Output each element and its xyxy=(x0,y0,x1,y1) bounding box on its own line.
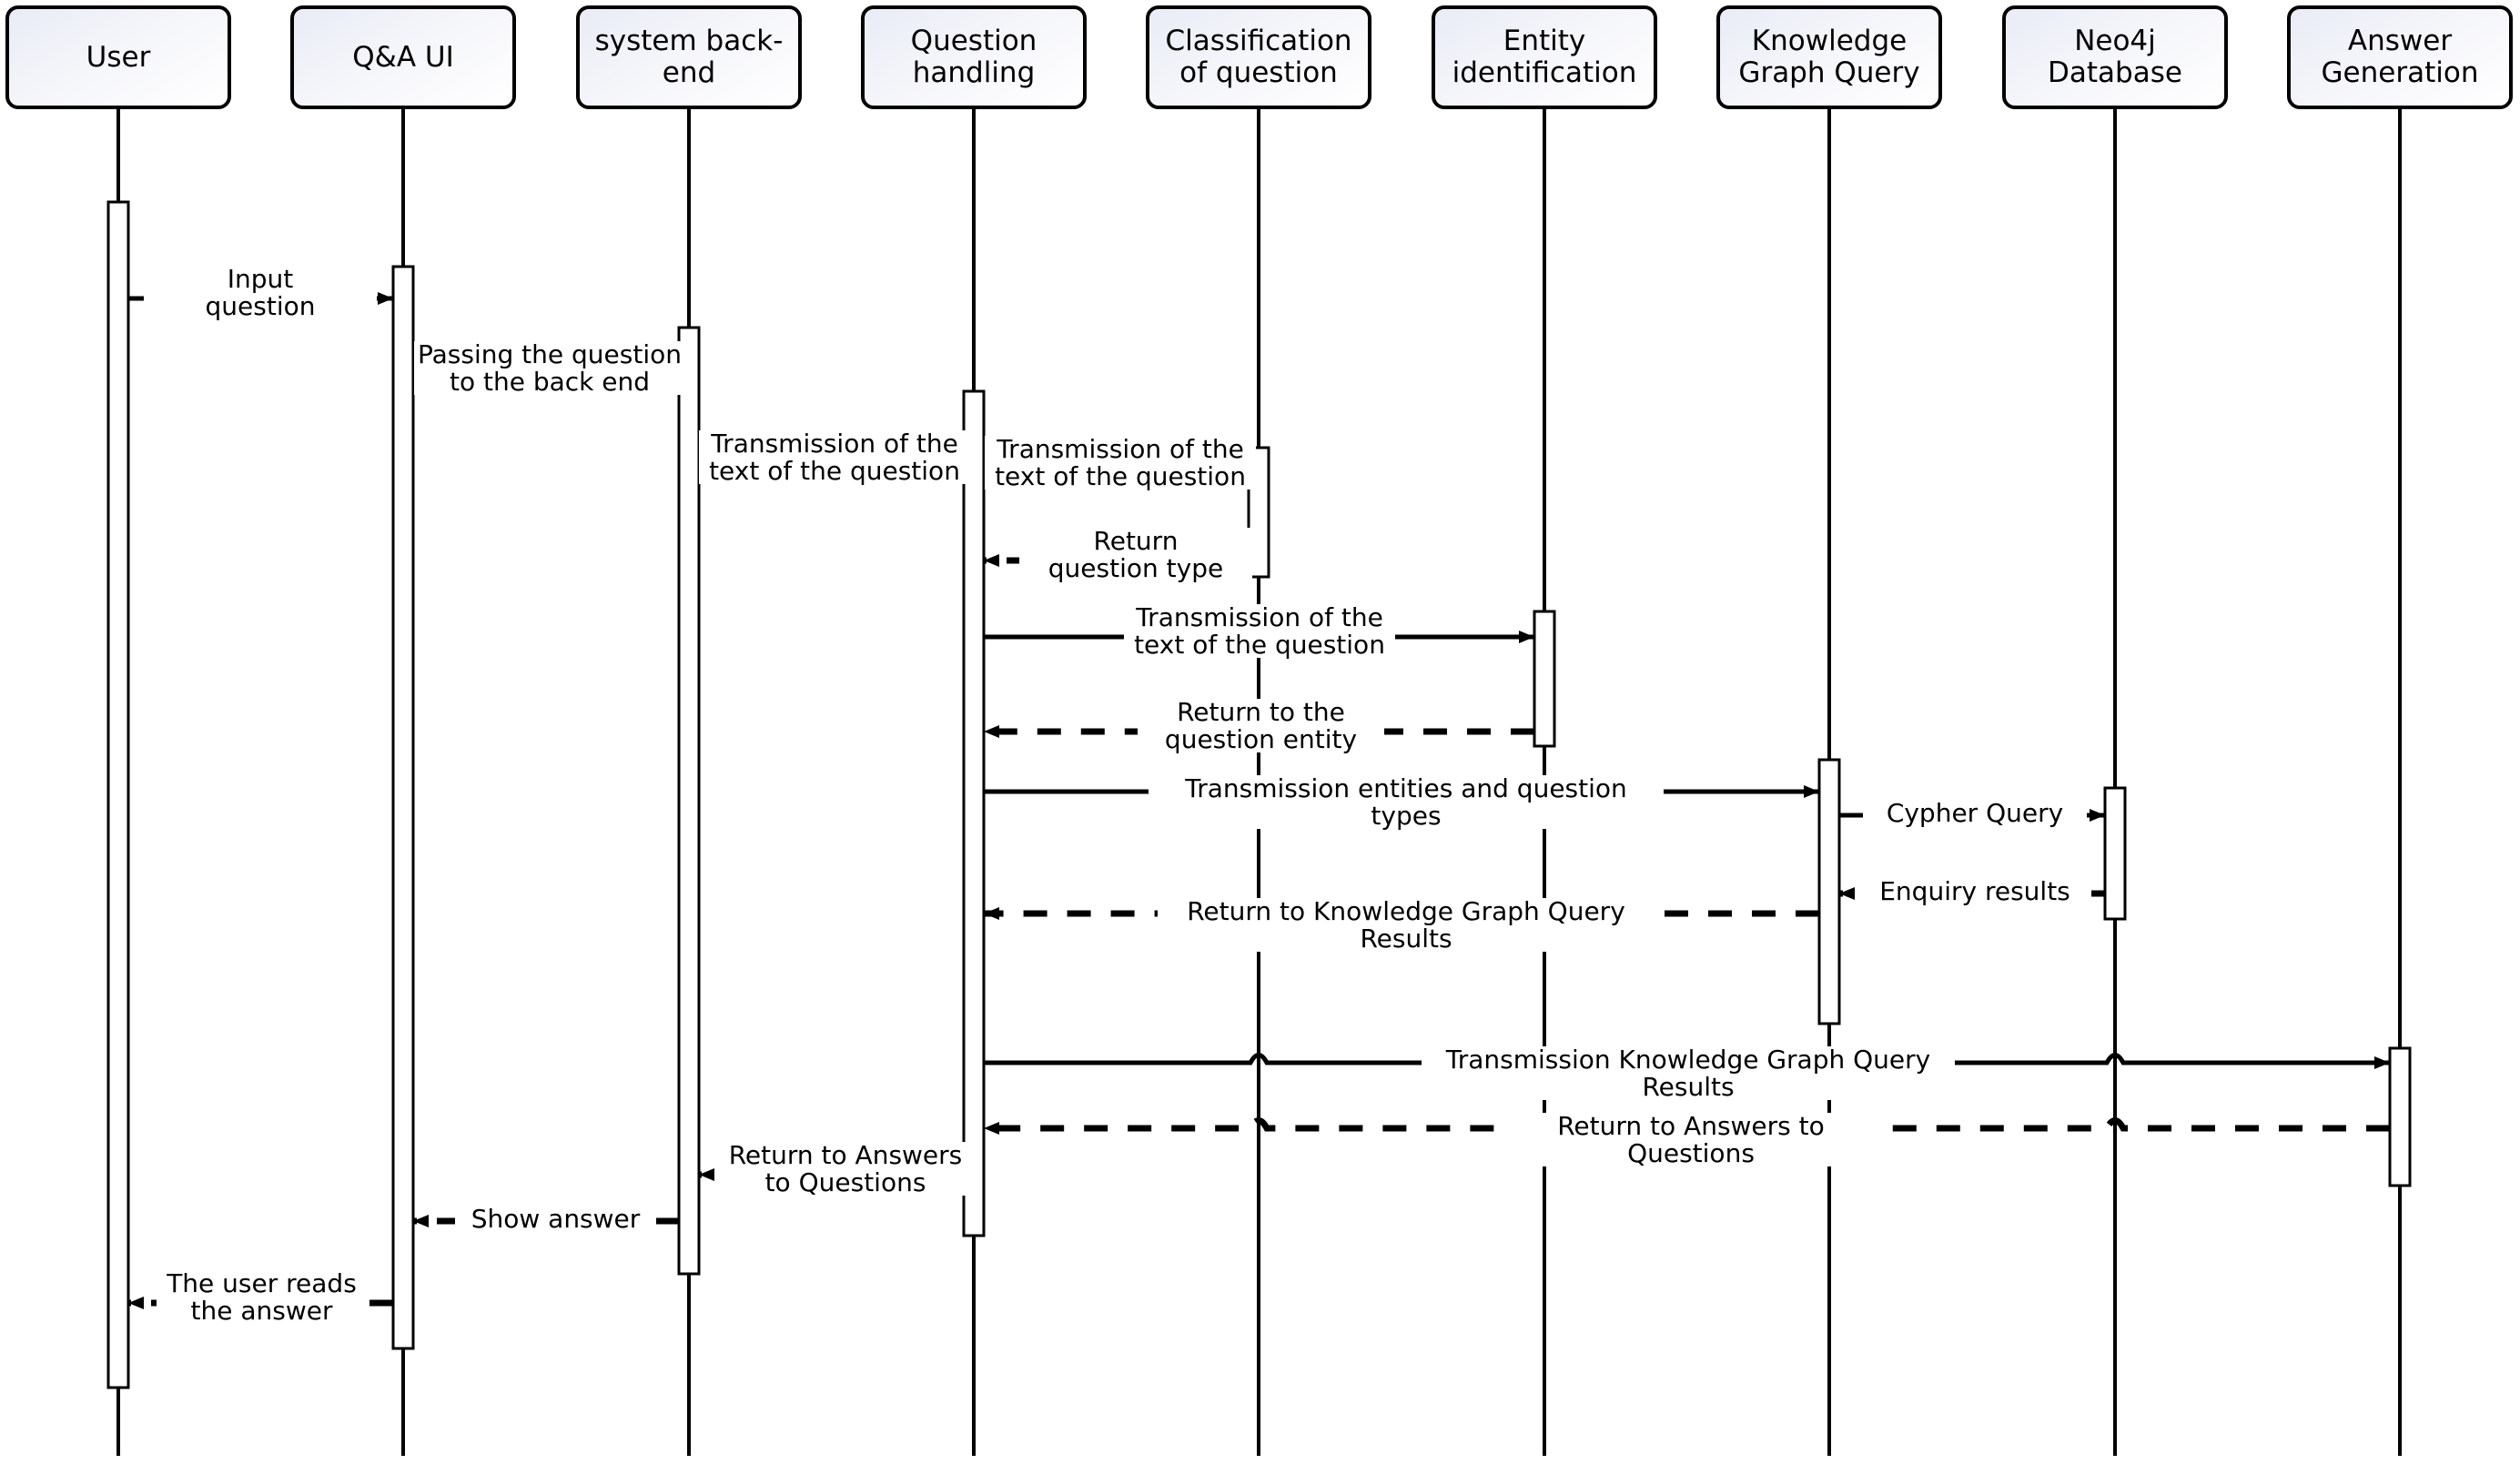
activation-bar-answer xyxy=(2388,1046,2412,1187)
participant-label-user: User xyxy=(86,40,151,74)
message-arrow-12 xyxy=(984,1053,2390,1069)
participant-header-answer[interactable]: Answer Generation xyxy=(2287,5,2513,109)
participant-header-qclass[interactable]: Classification of question xyxy=(1146,5,1371,109)
participant-label-entity: Entity identification xyxy=(1452,25,1637,89)
message-arrow-8 xyxy=(984,782,1819,798)
participant-header-ui[interactable]: Q&A UI xyxy=(290,5,516,109)
activation-bars-group xyxy=(106,200,2412,1389)
participant-header-entity[interactable]: Entity identification xyxy=(1432,5,1657,109)
activation-bar-entity xyxy=(1533,610,1556,748)
activation-bar-qhandle xyxy=(962,389,986,1237)
participant-label-answer: Answer Generation xyxy=(2321,25,2479,89)
activation-bar-ui xyxy=(391,265,415,1350)
participant-header-neo4j[interactable]: Neo4j Database xyxy=(2002,5,2228,109)
participant-label-ui: Q&A UI xyxy=(352,40,454,74)
activation-bar-neo4j xyxy=(2103,786,2127,921)
activation-bar-backend xyxy=(677,326,701,1276)
participant-label-qhandle: Question handling xyxy=(910,25,1037,89)
participant-label-backend: system back- end xyxy=(594,25,784,89)
activation-bar-qclass xyxy=(1247,446,1270,579)
participant-header-kgquery[interactable]: Knowledge Graph Query xyxy=(1716,5,1942,109)
participant-header-qhandle[interactable]: Question handling xyxy=(861,5,1087,109)
activation-bar-kgquery xyxy=(1817,758,1841,1025)
participant-label-qclass: Classification of question xyxy=(1165,25,1352,89)
message-arrow-11 xyxy=(984,903,1819,920)
participant-header-backend[interactable]: system back- end xyxy=(576,5,802,109)
participant-label-kgquery: Knowledge Graph Query xyxy=(1738,25,1920,89)
message-arrow-13 xyxy=(984,1117,2390,1135)
participant-header-user[interactable]: User xyxy=(5,5,231,109)
participant-label-neo4j: Neo4j Database xyxy=(2048,25,2182,89)
activation-bar-user xyxy=(106,200,130,1389)
